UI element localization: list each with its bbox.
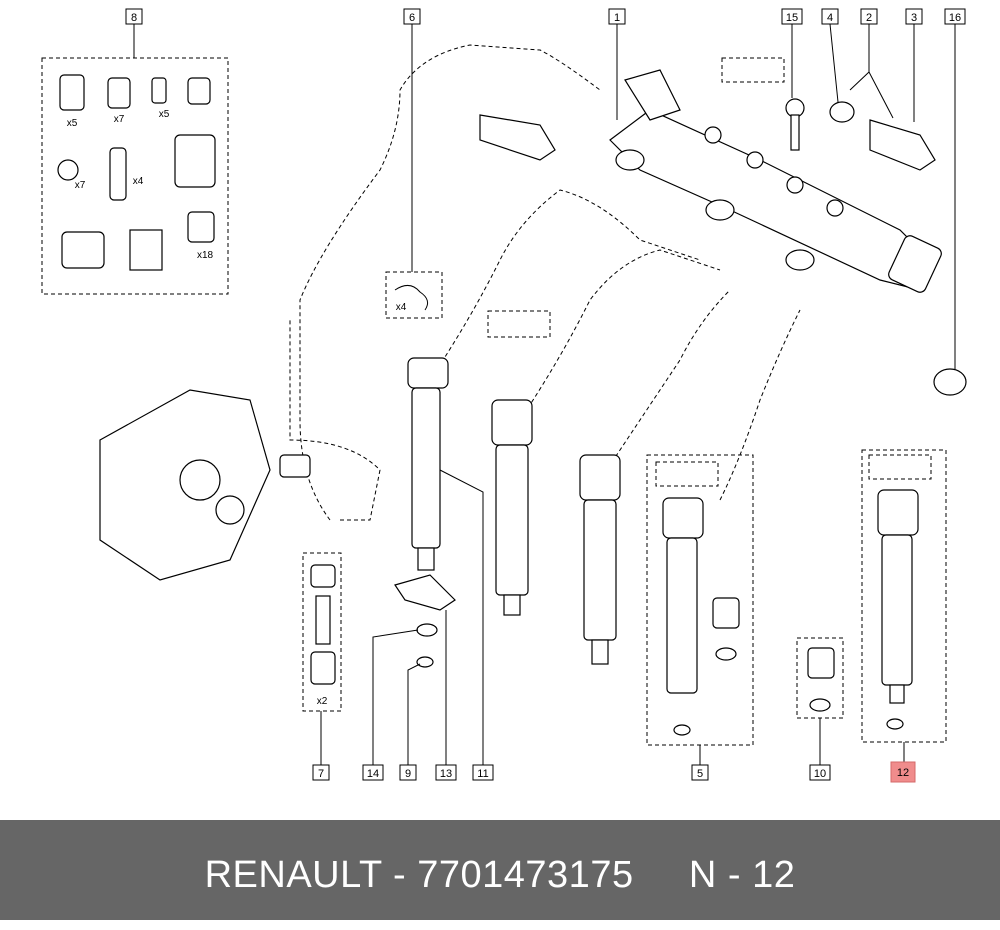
callout-13: 13 [435, 764, 457, 781]
brand-name: RENAULT [204, 854, 382, 896]
svg-text:2: 2 [866, 12, 872, 24]
svg-text:11: 11 [477, 768, 488, 780]
qty-kit8-a: x5 [67, 118, 78, 129]
label-box-c [655, 461, 719, 487]
callout-4: 4 [821, 8, 839, 25]
spacer [634, 854, 689, 896]
label-box-d [868, 454, 932, 480]
pressure-valve [479, 114, 556, 161]
svg-text:14: 14 [367, 768, 379, 780]
label-box-a [721, 57, 785, 83]
cap-16 [933, 368, 967, 396]
svg-text:13: 13 [440, 768, 452, 780]
injector-middle-a [491, 399, 533, 616]
fuel-lines [289, 44, 801, 521]
clamp-13 [394, 574, 456, 668]
callout-12: 12 [890, 761, 916, 783]
svg-text:1: 1 [614, 12, 620, 24]
callout-2: 2 [860, 8, 878, 25]
svg-text:4: 4 [827, 12, 833, 24]
qty-kit8-f: x18 [197, 250, 214, 261]
callout-1: 1 [608, 8, 626, 25]
svg-text:15: 15 [786, 12, 798, 24]
kit-5-parts [662, 497, 740, 736]
fuel-rail [609, 69, 942, 293]
part-number: 7701473175 [417, 854, 634, 896]
callout-11: 11 [472, 764, 494, 781]
clip-6-part [394, 285, 429, 311]
callout-9: 9 [399, 764, 417, 781]
callout-7: 7 [312, 764, 330, 781]
qty-kit8-e: x4 [133, 176, 144, 187]
svg-text:10: 10 [814, 768, 826, 780]
callout-10: 10 [809, 764, 831, 781]
svg-text:8: 8 [131, 12, 137, 24]
svg-text:6: 6 [409, 12, 415, 24]
kit-12-outline [861, 449, 947, 743]
callout-15: 15 [781, 8, 803, 25]
svg-text:12: 12 [897, 767, 909, 779]
callout-14: 14 [362, 764, 384, 781]
injector-11 [407, 357, 449, 571]
separator: - [381, 854, 418, 896]
kit-10-parts [807, 647, 835, 712]
qty-kit7: x2 [317, 696, 328, 707]
qty-kit8-b: x7 [114, 114, 125, 125]
clip-6-outline [385, 271, 443, 319]
svg-text:16: 16 [949, 12, 961, 24]
callout-5: 5 [691, 764, 709, 781]
svg-text:3: 3 [911, 12, 917, 24]
exploded-parts-diagram: 8 6 1 15 4 2 3 16 7 14 9 13 11 5 10 12 x… [41, 8, 967, 783]
leader-lines [133, 23, 956, 765]
callout-6: 6 [403, 8, 421, 25]
kit-12-parts [877, 489, 919, 730]
kit-7-parts [310, 564, 336, 685]
label-box-b [487, 310, 551, 338]
qty-kit8-c: x5 [159, 109, 170, 120]
callout-3: 3 [905, 8, 923, 25]
svg-text:9: 9 [405, 768, 411, 780]
kit-8-parts [57, 74, 216, 271]
bolt-15 [785, 98, 805, 151]
qty-clip6: x4 [396, 302, 407, 313]
footer-bar: RENAULT - 7701473175 N - 12 [0, 820, 1000, 920]
callout-16: 16 [944, 8, 966, 25]
pressure-sensor [829, 101, 936, 171]
high-pressure-pump [99, 389, 311, 581]
reference-number: N - 12 [688, 854, 796, 896]
injector-middle-b [579, 454, 621, 665]
svg-text:5: 5 [697, 768, 703, 780]
svg-text:7: 7 [318, 768, 324, 780]
qty-kit8-d: x7 [75, 180, 86, 191]
footer-text: RENAULT - 7701473175 N - 12 [0, 820, 1000, 920]
callout-8: 8 [125, 8, 143, 25]
kit-8-outline [41, 57, 229, 295]
